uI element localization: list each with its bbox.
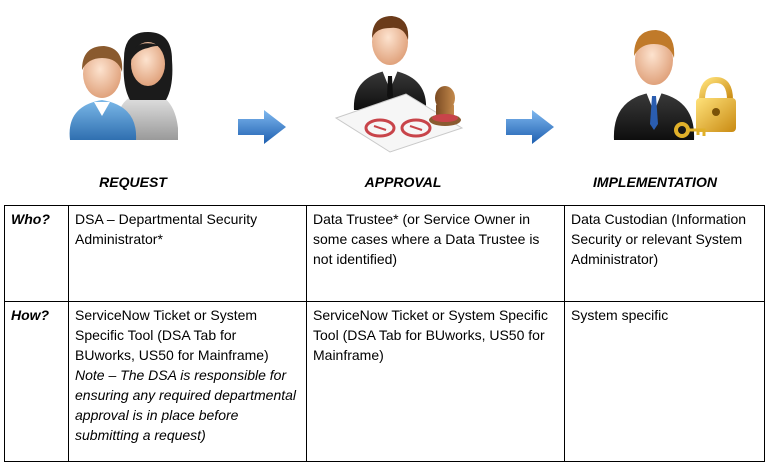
stage-label-approval: APPROVAL	[364, 174, 442, 190]
stage-label-request: REQUEST	[99, 174, 167, 190]
cell-who-implementation: Data Custodian (Information Security or …	[564, 205, 765, 302]
arrow-right-icon	[506, 110, 554, 144]
two-people-icon	[69, 32, 178, 140]
person-with-lock-keys-icon	[613, 30, 736, 140]
table-row: How? ServiceNow Ticket or System Specifi…	[4, 301, 765, 462]
cell-how-implementation: System specific	[564, 301, 765, 462]
cell-how-approval: ServiceNow Ticket or System Specific Too…	[306, 301, 565, 462]
arrow-right-icon	[238, 110, 286, 144]
cell-who-request: DSA – Departmental Security Administrato…	[68, 205, 307, 302]
row-header-who: Who?	[4, 205, 69, 302]
responsibility-table: Who? DSA – Departmental Security Adminis…	[4, 205, 765, 462]
table-row: Who? DSA – Departmental Security Adminis…	[4, 205, 765, 302]
cell-how-request: ServiceNow Ticket or System Specific Too…	[68, 301, 307, 462]
stage-label-implementation: IMPLEMENTATION	[593, 174, 717, 190]
cell-how-request-text: ServiceNow Ticket or System Specific Too…	[75, 307, 269, 363]
row-header-how: How?	[4, 301, 69, 462]
stamp-approval-icon	[334, 16, 464, 153]
cell-how-request-note: Note – The DSA is responsible for ensuri…	[75, 367, 297, 443]
cell-who-approval: Data Trustee* (or Service Owner in some …	[306, 205, 565, 302]
